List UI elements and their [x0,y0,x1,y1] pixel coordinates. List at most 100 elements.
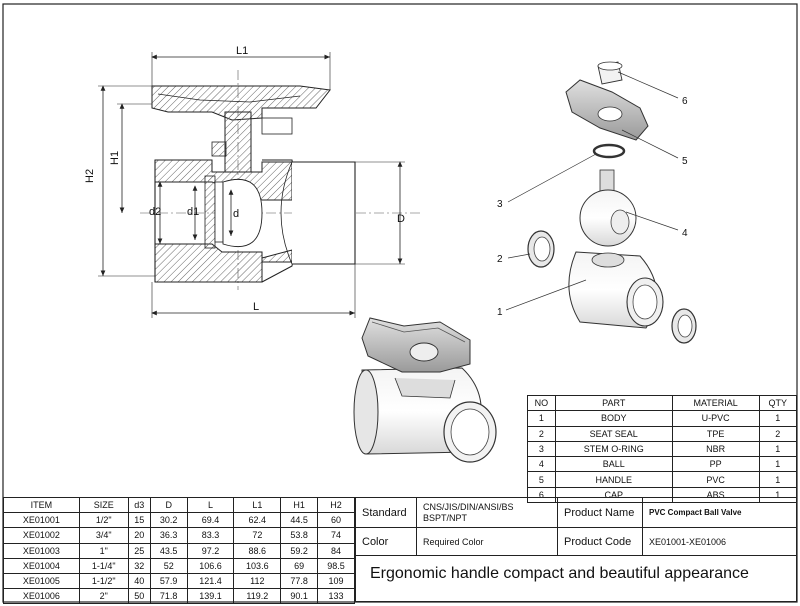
product-name-value: PVC Compact Ball Valve [642,497,797,528]
table-cell: 1/2" [78,512,129,529]
table-cell: 25 [127,542,151,559]
col-header: MATERIAL [671,394,760,412]
table-cell: 1 [758,471,798,488]
table-cell: 57.9 [149,572,188,590]
callout-1: 1 [497,307,503,318]
table-cell: BODY [554,410,673,427]
table-row: 3 STEM O-RING NBR 1 [527,440,798,458]
table-cell: 106.6 [186,557,235,574]
col-header: L [186,496,235,514]
standard-label: Standard [355,497,417,528]
table-cell: 139.1 [186,588,235,605]
table-cell: 83.3 [186,527,235,544]
table-cell: PVC [671,471,760,488]
table-cell: 44.5 [280,512,319,529]
col-header: PART [554,394,673,412]
table-header-row: ITEM SIZE d3 D L L1 H1 H2 [3,496,355,514]
dim-label-l: L [253,301,259,313]
table-cell: 59.2 [280,542,319,559]
table-cell: U-PVC [671,410,760,427]
exploded-view: 6 5 3 4 2 1 [497,61,697,344]
table-row: XE01001 1/2" 15 30.2 69.4 62.4 44.5 60 [3,512,355,529]
table-cell: XE01005 [3,572,80,590]
col-header: D [149,496,188,514]
table-cell: 15 [127,512,151,529]
table-cell: 2" [78,588,129,605]
table-cell: 5 [527,471,556,488]
col-header: H1 [280,496,319,514]
col-header: QTY [758,394,798,412]
table-cell: PP [671,456,760,473]
col-header: ITEM [3,496,80,514]
col-header: d3 [127,496,151,514]
table-cell: 69.4 [186,512,235,529]
sheet-border [2,3,798,603]
table-cell: 98.5 [317,557,355,574]
table-cell: 77.8 [280,572,319,590]
table-row: 4 BALL PP 1 [527,456,798,473]
tagline-row [355,555,797,602]
dim-label-l1: L1 [236,45,248,57]
table-row: XE01002 3/4" 20 36.3 83.3 72 53.8 74 [3,527,355,544]
table-cell: 74 [317,527,355,544]
dim-label-d1: d1 [187,206,199,218]
table-cell: 1" [78,542,129,559]
table-cell: 43.5 [149,542,188,559]
table-cell: 50 [127,588,151,605]
table-row: XE01004 1-1/4" 32 52 106.6 103.6 69 98.5 [3,557,355,574]
product-code-value: XE01001-XE01006 [642,527,797,556]
table-cell: 69 [280,557,319,574]
title-block-row: Standard CNS/JIS/DIN/ANSI/BS BSPT/NPT Pr… [355,497,797,528]
table-cell: 121.4 [186,572,235,590]
table-cell: 60 [317,512,355,529]
table-cell: XE01003 [3,542,80,559]
callout-4: 4 [682,228,688,239]
table-cell: 97.2 [186,542,235,559]
table-cell: XE01004 [3,557,80,574]
color-label: Color [355,527,417,556]
table-cell: 3/4" [78,527,129,544]
table-cell: 3 [527,440,556,458]
callout-6: 6 [682,96,688,107]
dim-label-outer-d: D [397,213,405,225]
callout-3: 3 [497,199,503,210]
tagline-cell [355,555,797,602]
table-cell: XE01002 [3,527,80,544]
table-cell: 1 [758,456,798,473]
table-cell: 30.2 [149,512,188,529]
color-value: Required Color [416,527,558,556]
col-header: H2 [317,496,355,514]
table-cell: 4 [527,456,556,473]
assembled-valve-view [353,317,497,463]
table-cell: 2 [758,425,798,442]
table-cell: XE01001 [3,512,80,529]
table-row: XE01006 2" 50 71.8 139.1 119.2 90.1 133 [3,588,355,605]
table-cell: 90.1 [280,588,319,605]
table-row: 2 SEAT SEAL TPE 2 [527,425,798,442]
table-cell: 32 [127,557,151,574]
table-cell: 1-1/2" [78,572,129,590]
product-code-label: Product Code [557,527,643,556]
table-cell: 119.2 [233,588,282,605]
table-cell: 40 [127,572,151,590]
dimensions-table: ITEM SIZE d3 D L L1 H1 H2 XE01001 1/2" 1… [3,496,355,605]
table-row: XE01003 1" 25 43.5 97.2 88.6 59.2 84 [3,542,355,559]
standard-value-line2: BSPT/NPT [423,512,468,523]
table-cell: 20 [127,527,151,544]
table-row: 5 HANDLE PVC 1 [527,471,798,488]
section-view: L1 H2 H1 d2 d1 d D L [84,45,420,318]
table-cell: 84 [317,542,355,559]
table-cell: 1 [527,410,556,427]
parts-table: NO PART MATERIAL QTY 1 BODY U-PVC 1 2 SE… [527,394,798,504]
table-cell: XE01006 [3,588,80,605]
col-header: SIZE [78,496,129,514]
table-cell: TPE [671,425,760,442]
table-cell: STEM O-RING [554,440,673,458]
table-cell: 71.8 [149,588,188,605]
table-cell: 1-1/4" [78,557,129,574]
table-header-row: NO PART MATERIAL QTY [527,394,798,412]
table-cell: 52 [149,557,188,574]
table-cell: 109 [317,572,355,590]
